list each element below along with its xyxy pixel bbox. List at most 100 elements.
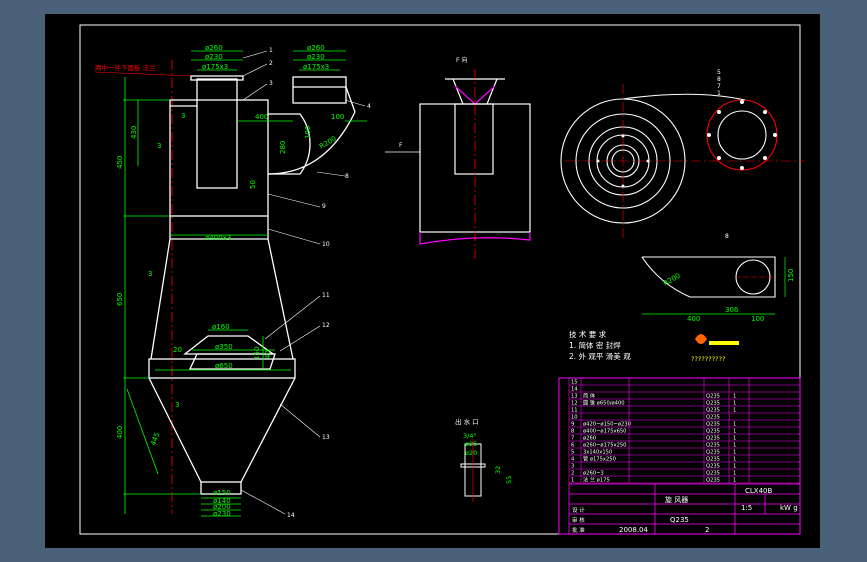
thick-3c: 3 [148, 270, 152, 278]
bom-cell-mat: Q235 [706, 429, 720, 435]
bom-cell-qty: 1 [733, 436, 736, 442]
dim-100-top: 100 [331, 113, 344, 121]
tech-note-1: 1. 简体 密 封焊 [569, 340, 621, 350]
mid-band [148, 358, 296, 379]
check-label: 审 核 [572, 516, 585, 524]
drawing-material: Q235 [670, 516, 689, 524]
bom-cell-mat: Q235 [706, 394, 720, 400]
bom-cell-name: ø400~ø175x650 [583, 429, 626, 435]
balloon-2: 2 [269, 60, 273, 67]
main-balloon-text: 1 2 3 4 8 9 10 11 12 13 14 [269, 47, 371, 519]
bom-cell-no: 4 [571, 457, 575, 463]
main-note: 两中一件下面板 法兰 [95, 63, 156, 72]
balloon-1: 1 [269, 47, 273, 54]
top-balloon-8: 8 [717, 76, 721, 83]
tech-notes-title: 技 术 要 求 [569, 329, 607, 339]
cone-left [150, 238, 171, 360]
bom-cell-qty: 1 [733, 450, 736, 456]
balloon-10: 10 [322, 241, 330, 248]
main-dimensions [123, 50, 367, 517]
bom-cell-name: 圆 锥 ø650/ø400 [583, 399, 625, 407]
bom-cell-no: 14 [571, 387, 578, 393]
bom-cell-no: 10 [571, 415, 578, 421]
bom-cell-no: 6 [571, 443, 574, 449]
dim-20: 20 [173, 346, 182, 354]
bom-cell-no: 5 [571, 450, 574, 456]
balloon-13: 13 [322, 434, 330, 441]
drawing-date: 2008.04 [619, 526, 648, 534]
bom-cell-mat: Q235 [706, 401, 720, 407]
flame-icon [695, 334, 707, 344]
bom-cell-name: ø260~ø175x250 [583, 443, 626, 449]
bom-cell-no: 7 [571, 436, 574, 442]
logo: ?????????? [691, 334, 739, 363]
cylinder-upper [169, 99, 269, 217]
inlet-400: 400 [687, 315, 700, 323]
bom-cell-name: ø260~3 [583, 471, 604, 477]
dim-280: 280 [279, 141, 287, 154]
outlet-d25: ø25 [465, 440, 477, 448]
dim-d230-left: ø230 [205, 53, 223, 61]
inlet-shape [641, 256, 776, 298]
bom-cell-qty: 1 [733, 464, 736, 470]
inlet-r200: R200 [662, 272, 682, 288]
bom-cell-qty: 1 [733, 429, 736, 435]
bom-cell-no: 12 [571, 401, 578, 407]
balloon-9: 9 [322, 203, 326, 210]
bom-cell-no: 1 [571, 478, 574, 484]
dim-450: 450 [116, 156, 124, 169]
bom-cell-mat: Q235 [706, 422, 720, 428]
bom-cell-qty: 1 [733, 443, 736, 449]
top-balloon-7: 7 [717, 83, 721, 90]
inlet-balloon: 8 [725, 233, 729, 240]
inlet-dims [642, 257, 786, 315]
designer-label: 设 计 [572, 506, 585, 514]
dim-d230-bottom: ø230 [213, 510, 231, 518]
inlet-duct [268, 113, 311, 175]
dim-d175-right: ø175x3 [303, 63, 329, 71]
bom-cell-mat: Q235 [706, 457, 720, 463]
bom-cell-mat: Q235 [706, 408, 720, 414]
bom-cell-no: 13 [571, 394, 578, 400]
dim-d650: ø650 [215, 362, 233, 370]
bom-cell-no: 8 [571, 429, 574, 435]
title-block-text: 旋 风器 CLX40B Q235 1:5 kW g 2 2008.04 设 计 … [572, 487, 798, 534]
top-view-balloons: 5 8 7 1 [717, 69, 721, 97]
inlet-150: 150 [787, 269, 795, 282]
bom-cell-no: 11 [571, 408, 578, 414]
top-balloon-1: 1 [717, 90, 721, 97]
inlet-100: 100 [751, 315, 764, 323]
drawing-units: kW g [780, 504, 798, 512]
bom-cell-no: 9 [571, 422, 574, 428]
dim-d160: ø160 [212, 323, 230, 331]
side-view [385, 69, 531, 259]
outer-frame [79, 24, 801, 535]
outlet-h32: 32 [494, 466, 502, 474]
drawing-sheet: ø260 ø230 ø175x3 ø260 ø230 ø175x3 400 10… [45, 14, 820, 548]
dim-40: 40 [264, 350, 272, 359]
balloon-14: 14 [287, 512, 295, 519]
outlet-d20: ø20 [465, 449, 477, 457]
bom-cell-mat: Q235 [706, 478, 720, 484]
title-block [568, 483, 801, 535]
bom-cell-qty: 1 [733, 401, 736, 407]
dim-d175-left: ø175x3 [202, 63, 228, 71]
outlet-dims: 出 水 口 3/4" ø25 ø20 32 55 [455, 417, 513, 484]
outlet-detail [460, 439, 486, 502]
dim-430: 430 [130, 126, 138, 139]
outlet-title: 出 水 口 [455, 417, 479, 426]
bom-cell-name: 管 ø175x250 [583, 455, 616, 463]
dim-400-low: 400 [116, 426, 124, 439]
lower-cone-left [148, 377, 202, 483]
bom-cell-name: 简 体 [583, 392, 596, 400]
dim-d350: ø350 [215, 343, 233, 351]
inlet-306: 306 [725, 306, 739, 314]
dim-r200: R200 [318, 135, 338, 151]
logo-text: ?????????? [691, 355, 726, 363]
dim-150: 150 [253, 347, 261, 360]
approve-label: 批 准 [572, 526, 585, 534]
thick-3d: 3 [175, 401, 179, 409]
dim-d230-right: ø230 [307, 53, 325, 61]
outlet-thread: 3/4" [463, 432, 476, 440]
